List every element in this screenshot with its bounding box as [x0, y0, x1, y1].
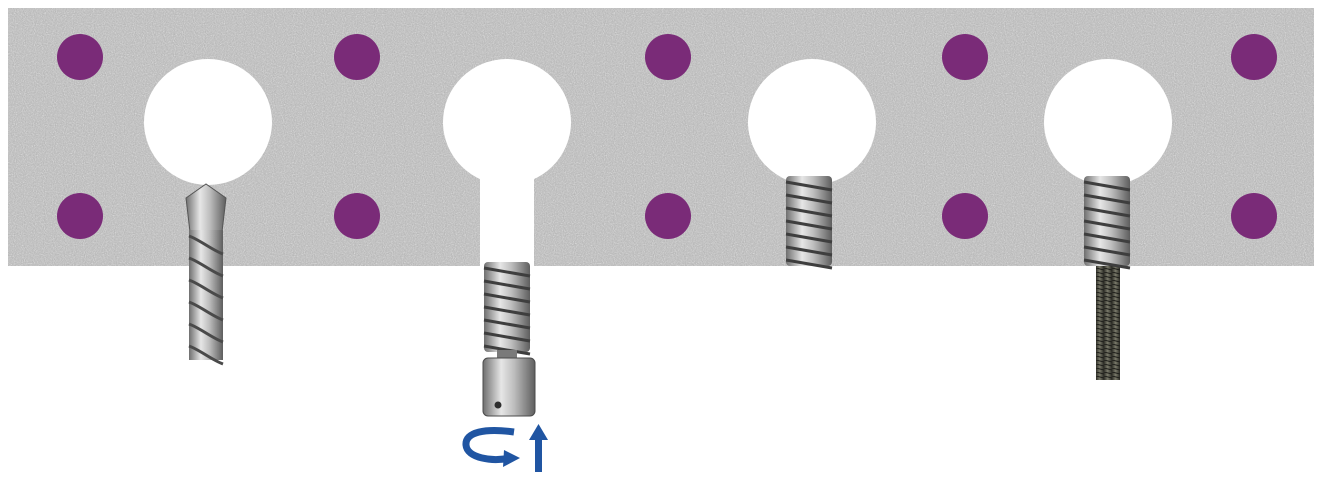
keyhole-oval-4	[1044, 59, 1172, 185]
dot-marker-1-3	[942, 193, 988, 239]
insert-with-bolt	[1084, 176, 1130, 380]
dot-marker-0-3	[942, 34, 988, 80]
rotate-arrow-head	[503, 450, 520, 467]
keyhole-oval-3	[748, 59, 876, 185]
dot-marker-1-4	[1231, 193, 1277, 239]
driver-pin-hole	[495, 402, 502, 409]
lift-arrow	[535, 436, 542, 472]
keyhole-oval-1	[144, 59, 272, 185]
insert-with-driver	[483, 262, 535, 416]
dot-marker-0-2	[645, 34, 691, 80]
drill-bit	[186, 184, 226, 364]
dot-marker-0-4	[1231, 34, 1277, 80]
dot-marker-1-1	[334, 193, 380, 239]
dot-marker-0-0	[57, 34, 103, 80]
insert-installed	[786, 176, 832, 268]
dot-marker-1-0	[57, 193, 103, 239]
keyhole-slot-2	[480, 122, 534, 272]
dot-marker-0-1	[334, 34, 380, 80]
bolt-shaft	[1096, 262, 1120, 380]
driver-socket	[483, 358, 535, 416]
motion-arrows	[466, 424, 548, 472]
dot-marker-1-2	[645, 193, 691, 239]
lift-arrow-head	[529, 424, 548, 440]
